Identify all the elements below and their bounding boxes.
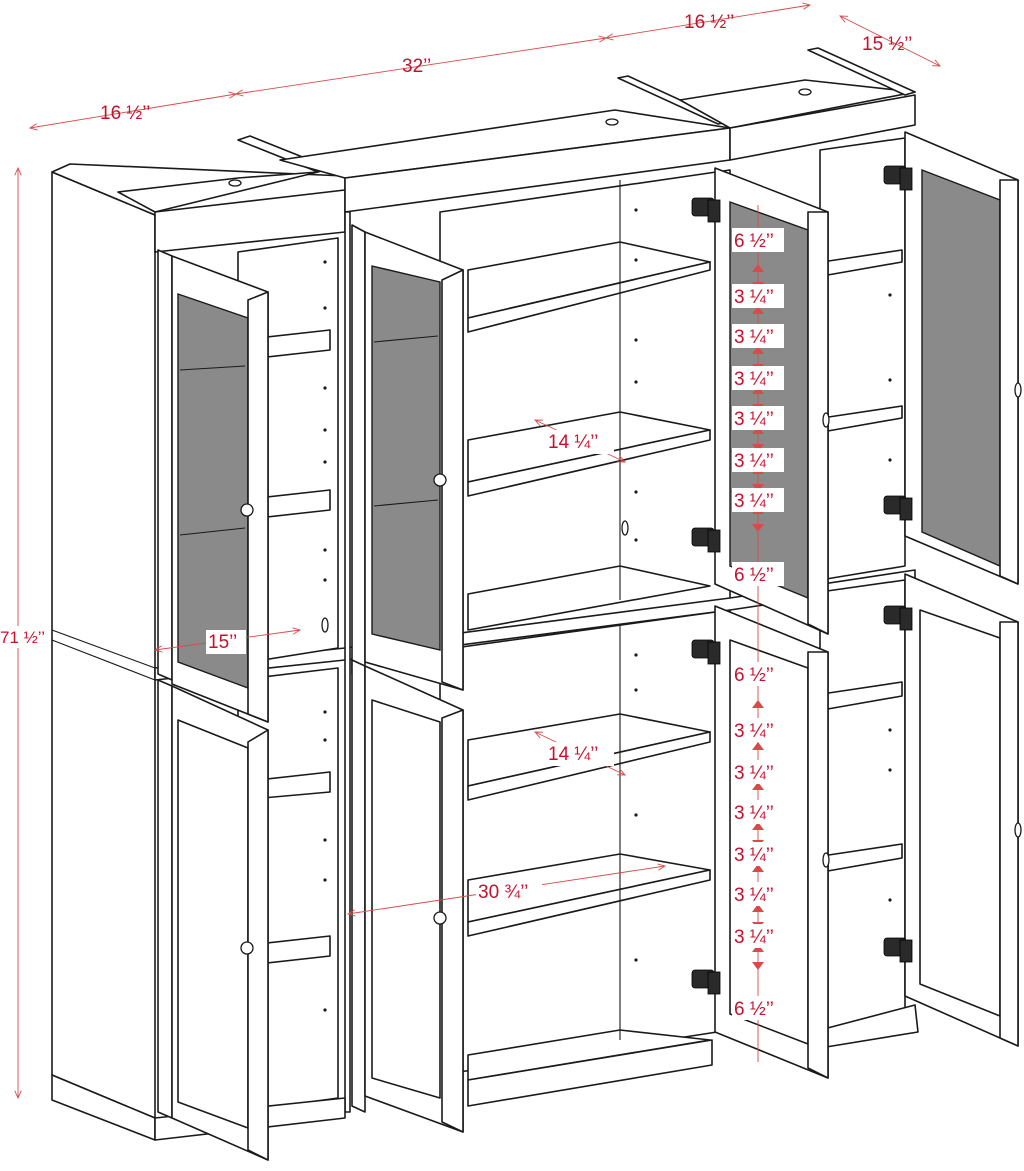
center-base-plinth	[467, 1039, 713, 1107]
center-frame-left	[344, 211, 351, 1113]
center-width-label: 32’’	[402, 56, 431, 77]
knob-icon	[240, 941, 254, 955]
center-upper-interior	[439, 169, 731, 641]
depth-label: 15 ½’’	[862, 34, 912, 55]
right-upper-glass-door	[904, 131, 1022, 585]
hinge-icon	[691, 969, 721, 995]
height-label: 71 ½’’	[0, 628, 45, 647]
hinge-icon	[883, 495, 913, 521]
center-left-lower-door	[351, 659, 464, 1133]
knob-icon	[1014, 822, 1022, 838]
lower-spacing-label: 3 ¼’’	[734, 763, 774, 784]
right-lower-interior	[819, 579, 906, 1031]
upper-spacing-label: 3 ¼’’	[734, 491, 774, 512]
hinge-icon	[883, 165, 913, 191]
right-crown	[729, 94, 916, 161]
knob-icon	[240, 503, 254, 517]
left-lower-door	[157, 679, 269, 1161]
center-shelf-3	[467, 565, 711, 631]
right-width-label: 16 ½’’	[684, 12, 734, 33]
lower-spacing-label: 3 ¼’’	[734, 927, 774, 948]
lower-spacing-label: 3 ¼’’	[734, 845, 774, 866]
upper-spacing-label: 3 ¼’’	[734, 451, 774, 472]
knob-icon	[822, 412, 830, 428]
hinge-icon	[691, 197, 721, 223]
inner-width-label: 30 ¾’’	[478, 882, 528, 903]
lower-shelf-depth-label: 14 ¼’’	[548, 744, 598, 765]
hinge-icon	[691, 639, 721, 665]
hinge-icon	[691, 527, 721, 553]
left-upper-glass-door	[157, 249, 269, 723]
upper-spacing-label: 3 ¼’’	[734, 409, 774, 430]
hinge-icon	[883, 605, 913, 631]
upper-spacing-label: 3 ¼’’	[734, 287, 774, 308]
knob-icon	[1014, 382, 1022, 398]
knob-icon	[822, 852, 830, 868]
center-lower-interior	[439, 609, 731, 1076]
lower-spacing-label: 3 ¼’’	[734, 721, 774, 742]
knob-icon	[433, 911, 447, 925]
lower-spacing-label: 6 ½’’	[734, 665, 774, 686]
center-left-glass-door	[351, 224, 464, 691]
upper-spacing-label: 6 ½’’	[734, 565, 774, 586]
left-width-label: 16 ½’’	[100, 103, 150, 124]
upper-shelf-depth-label: 14 ¼’’	[548, 432, 598, 453]
cabinet-structure	[51, 47, 1022, 1161]
lower-spacing-label: 3 ¼’’	[734, 885, 774, 906]
hinges	[691, 165, 913, 995]
hinge-icon	[883, 937, 913, 963]
upper-spacing-label: 3 ¼’’	[734, 327, 774, 348]
upper-spacing-label: 6 ½’’	[734, 231, 774, 252]
lower-spacing-label: 3 ¼’’	[734, 803, 774, 824]
inner-depth-label: 15’’	[208, 632, 237, 653]
left-side-panel	[51, 171, 156, 1119]
knob-icon	[433, 473, 447, 487]
lower-spacing-label: 6 ½’’	[734, 999, 774, 1020]
dimension-labels: 16 ½’’ 32’’ 16 ½’’ 15 ½’’ 71 ½’’ 15’’ 14…	[0, 12, 912, 1020]
upper-spacing-label: 3 ¼’’	[734, 369, 774, 390]
right-lower-door	[904, 573, 1022, 1047]
